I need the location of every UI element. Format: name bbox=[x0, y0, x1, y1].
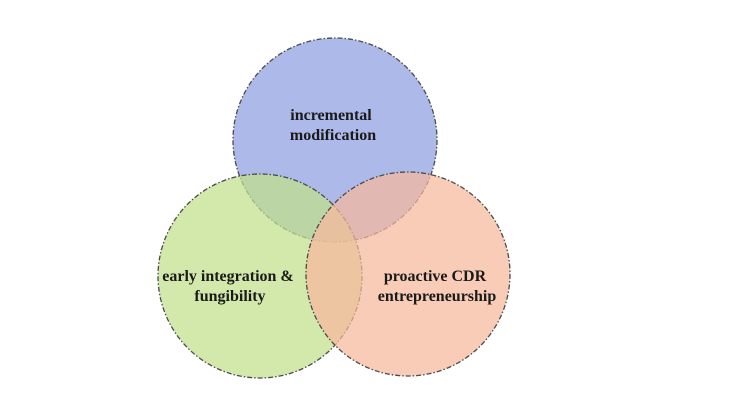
circle-layer bbox=[157, 37, 511, 379]
label-line: proactive CDR bbox=[384, 268, 487, 285]
circle-proactive-cdr bbox=[305, 171, 511, 377]
label-proactive-cdr: proactive CDR entrepreneurship bbox=[378, 268, 497, 305]
label-incremental-modification: incremental modification bbox=[290, 107, 376, 144]
label-early-integration: early integration & fungibility bbox=[162, 268, 298, 305]
label-line: fungibility bbox=[194, 288, 265, 305]
label-line: modification bbox=[290, 127, 376, 144]
label-line: early integration & bbox=[162, 268, 294, 285]
label-line: entrepreneurship bbox=[378, 288, 497, 305]
label-layer: incremental modification early integrati… bbox=[162, 107, 496, 305]
label-line: incremental bbox=[290, 107, 372, 124]
